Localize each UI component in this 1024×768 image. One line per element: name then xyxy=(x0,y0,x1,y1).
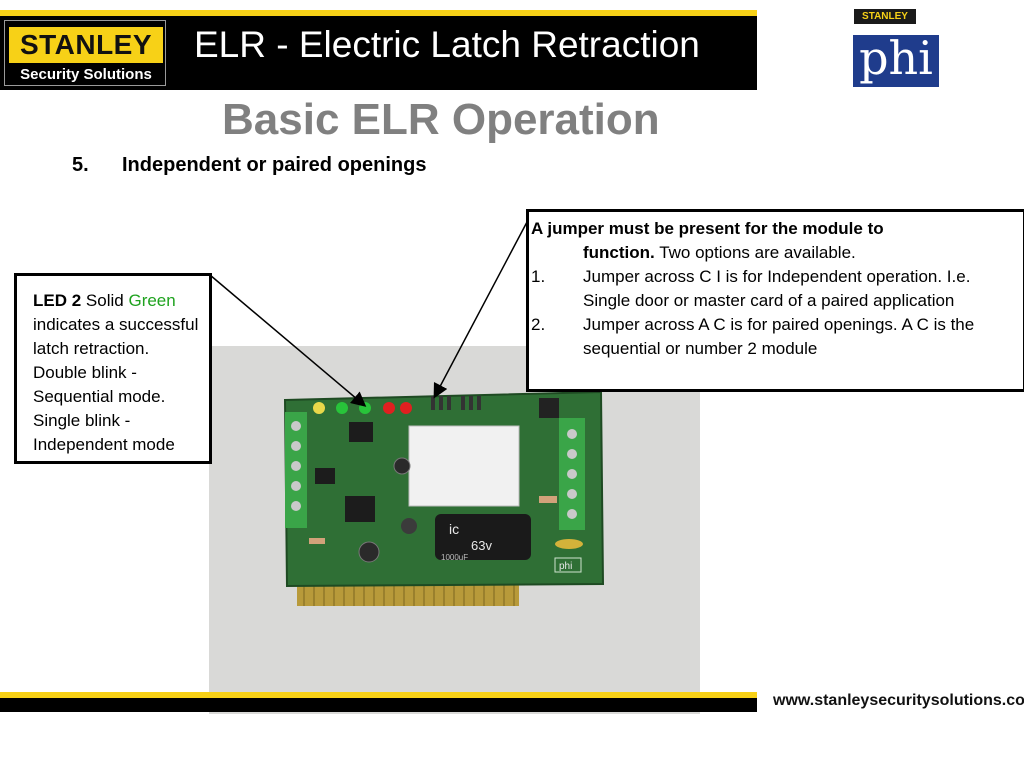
ic-chip-3 xyxy=(315,468,335,484)
bullet-item: 5. Independent or paired openings xyxy=(72,154,426,177)
phi-logo-brand: STANLEY xyxy=(862,11,908,22)
jumper-callout-bold-1: A jumper must be present for the module … xyxy=(531,219,884,238)
relay-module xyxy=(408,425,520,507)
resistor-1 xyxy=(539,496,557,503)
capacitor-label-3: 1000uF xyxy=(441,553,468,562)
header-bar: STANLEY Security Solutions ELR - Electri… xyxy=(0,16,757,90)
jumper-option-1: 1. Jumper across C I is for Independent … xyxy=(531,265,1017,313)
ic-chip-1 xyxy=(345,496,375,522)
stanley-logo-tagline: Security Solutions xyxy=(20,66,152,83)
yellow-component xyxy=(555,539,583,549)
led-green-2 xyxy=(359,402,371,414)
bullet-number: 5. xyxy=(72,154,89,176)
ic-chip-2 xyxy=(349,422,373,442)
phi-logo: STANLEY phi xyxy=(852,9,942,91)
slide-title: Basic ELR Operation xyxy=(222,95,660,144)
led-callout-color-word: Green xyxy=(128,291,176,310)
led-callout-solid: Solid xyxy=(85,291,124,310)
small-capacitor-2 xyxy=(393,457,411,475)
led-callout-label: LED 2 xyxy=(33,291,82,310)
capacitor-label-2: 63v xyxy=(471,538,492,553)
circuit-board-illustration: ic 63v 1000uF phi xyxy=(283,390,605,606)
large-capacitor xyxy=(435,514,531,560)
stanley-logo-word: STANLEY xyxy=(19,29,153,60)
jumper-option-2-number: 2. xyxy=(531,315,546,334)
jumper-callout-bold-2: function. xyxy=(583,243,655,262)
board-brand-label: phi xyxy=(559,561,572,572)
footer-url: www.stanleysecuritysolutions.com xyxy=(773,692,1024,709)
phi-logo-word: phi xyxy=(859,31,933,85)
led-callout-text: indicates a successful latch retraction.… xyxy=(33,315,199,454)
led-yellow xyxy=(313,402,325,414)
small-capacitor-3 xyxy=(401,518,417,534)
edge-connector xyxy=(297,584,519,606)
small-capacitor-1 xyxy=(358,541,380,563)
header-title: ELR - Electric Latch Retraction xyxy=(194,24,700,65)
footer-black-stripe xyxy=(0,698,757,712)
led-red-2 xyxy=(400,402,412,414)
stanley-logo: STANLEY Security Solutions xyxy=(4,20,166,86)
footer-yellow-stripe xyxy=(0,692,757,698)
jumper-pins xyxy=(431,396,481,410)
connector-socket xyxy=(539,398,559,418)
jumper-option-2: 2. Jumper across A C is for paired openi… xyxy=(531,313,1017,361)
capacitor-label-1: ic xyxy=(449,521,459,537)
resistor-2 xyxy=(309,538,325,544)
led-callout-box: LED 2 Solid Green indicates a successful… xyxy=(14,273,212,464)
jumper-option-2-text: Jumper across A C is for paired openings… xyxy=(583,315,975,358)
circuit-board-photo: ic 63v 1000uF phi xyxy=(209,346,700,714)
header-yellow-stripe xyxy=(0,10,757,16)
jumper-callout-box: A jumper must be present for the module … xyxy=(526,209,1024,392)
jumper-callout-rest-2: Two options are available. xyxy=(659,243,856,262)
led-red-1 xyxy=(383,402,395,414)
led-green-1 xyxy=(336,402,348,414)
bullet-text: Independent or paired openings xyxy=(122,154,427,176)
jumper-option-1-text: Jumper across C I is for Independent ope… xyxy=(583,267,971,310)
jumper-option-1-number: 1. xyxy=(531,267,546,286)
